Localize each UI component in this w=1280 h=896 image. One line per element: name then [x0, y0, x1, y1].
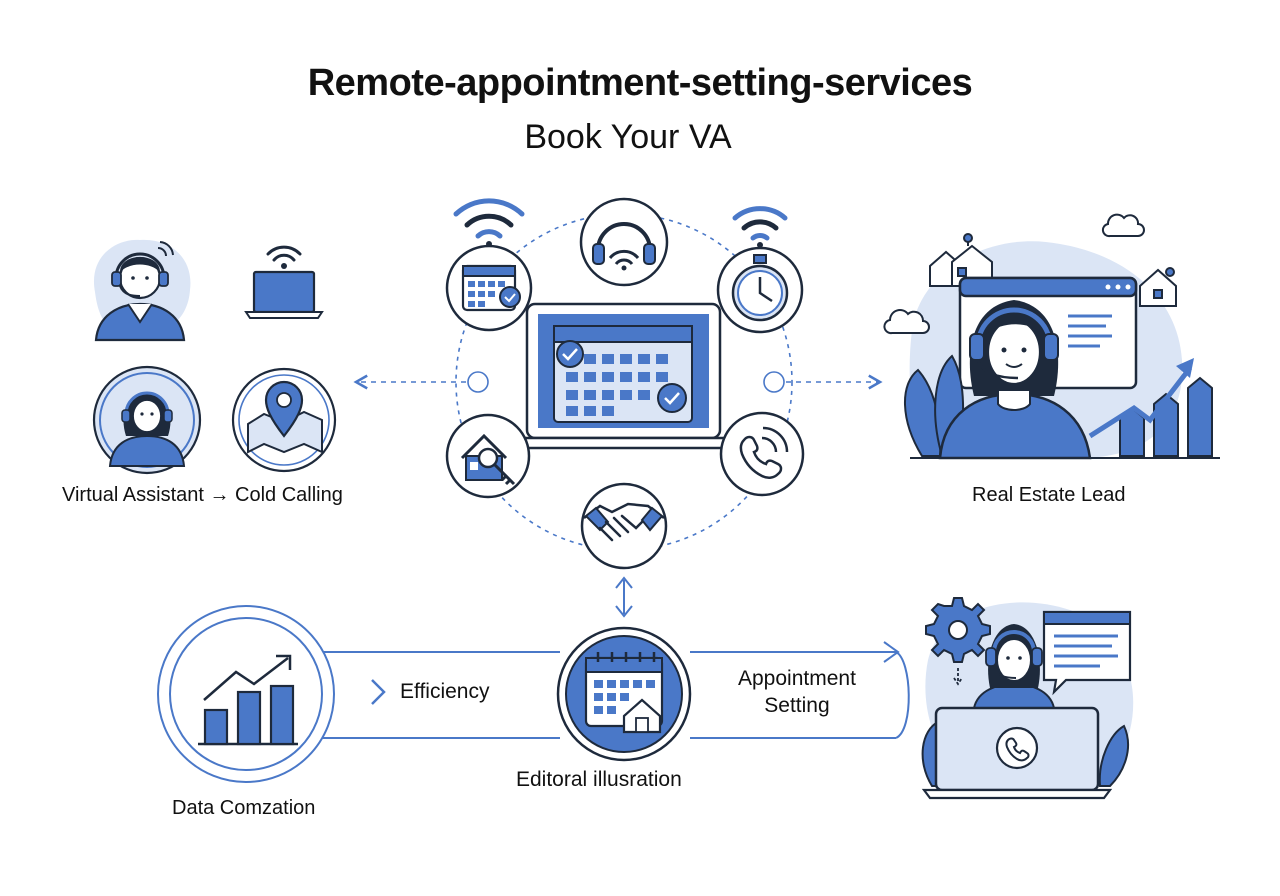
page-subtitle: Book Your VA: [524, 118, 732, 156]
handshake-icon: [580, 482, 668, 570]
label-appointment-line2: Setting: [764, 694, 830, 717]
page-title: Remote-appointment-setting-services: [307, 62, 973, 104]
label-data: Data Comzation: [172, 797, 316, 819]
assistant-avatar-woman: [938, 300, 1092, 460]
support-agent-scene: [921, 597, 1134, 800]
growth-bar-chart-icon: [157, 605, 335, 783]
calendar-icon: [445, 244, 533, 332]
house-key-icon: [445, 413, 531, 499]
gear-icon: [925, 597, 991, 686]
flow-band: [318, 641, 910, 739]
laptop-phone-icon: [921, 706, 1113, 800]
map-pin-icon: [231, 367, 337, 473]
label-appointment-setting: Appointment Setting: [738, 665, 856, 719]
assistant-avatar-top: [93, 239, 191, 342]
wifi-icon: [732, 206, 788, 248]
bidirectional-arrow: [615, 576, 633, 618]
calendar-house-icon: [556, 626, 692, 762]
real-estate-scene: [883, 213, 1220, 460]
wifi-icon: [453, 198, 525, 247]
label-editorial-illustration: Editoral illusration: [516, 768, 682, 791]
label-appointment-line1: Appointment: [738, 667, 856, 690]
assistant-avatar-desk: [972, 624, 1056, 709]
laptop-calendar-icon: [503, 302, 745, 450]
assistant-avatar-circle: [92, 365, 202, 475]
headset-icon: [579, 197, 669, 287]
growth-chart-icon: [1088, 358, 1213, 457]
phone-icon: [719, 411, 805, 497]
label-efficiency: Efficiency: [400, 680, 490, 703]
chat-bubble-icon: [1042, 610, 1132, 696]
houses-icon: [929, 233, 1177, 307]
label-real-estate-lead: Real Estate Lead: [972, 484, 1126, 506]
label-virtual-assistant-cold-calling: Virtual Assistant → Cold Calling: [62, 484, 343, 506]
stopwatch-icon: [716, 246, 804, 334]
laptop-wifi-icon: [244, 245, 324, 319]
